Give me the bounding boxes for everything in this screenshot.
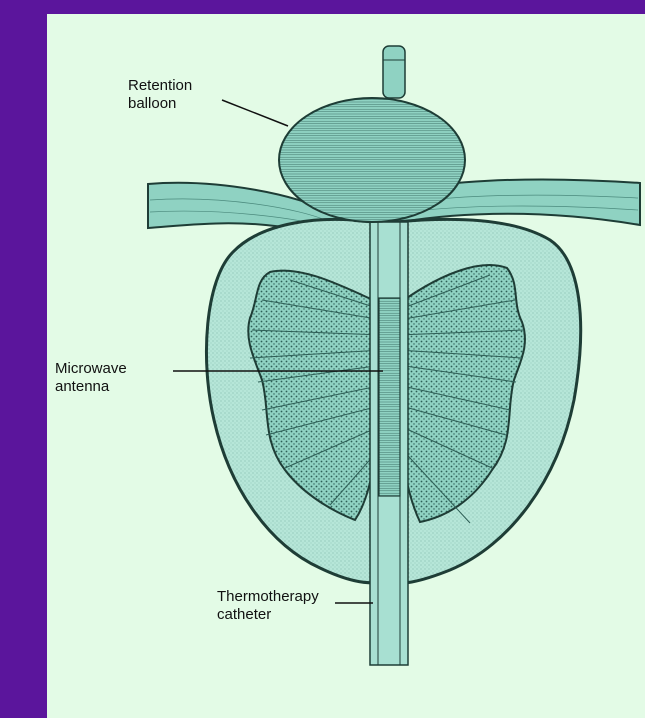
- label-line: antenna: [55, 378, 127, 396]
- antenna: [379, 298, 400, 496]
- label-line: Microwave: [55, 360, 127, 378]
- label-line: Thermotherapy: [217, 588, 319, 606]
- label-line: catheter: [217, 606, 319, 624]
- retention-balloon: [279, 98, 465, 222]
- leader-balloon: [222, 100, 288, 126]
- catheter-tip: [383, 46, 405, 98]
- label-microwave-antenna: Microwave antenna: [55, 360, 127, 396]
- label-line: Retention: [128, 77, 192, 95]
- label-retention-balloon: Retention balloon: [128, 77, 192, 113]
- label-thermotherapy-catheter: Thermotherapy catheter: [217, 588, 319, 624]
- label-line: balloon: [128, 95, 192, 113]
